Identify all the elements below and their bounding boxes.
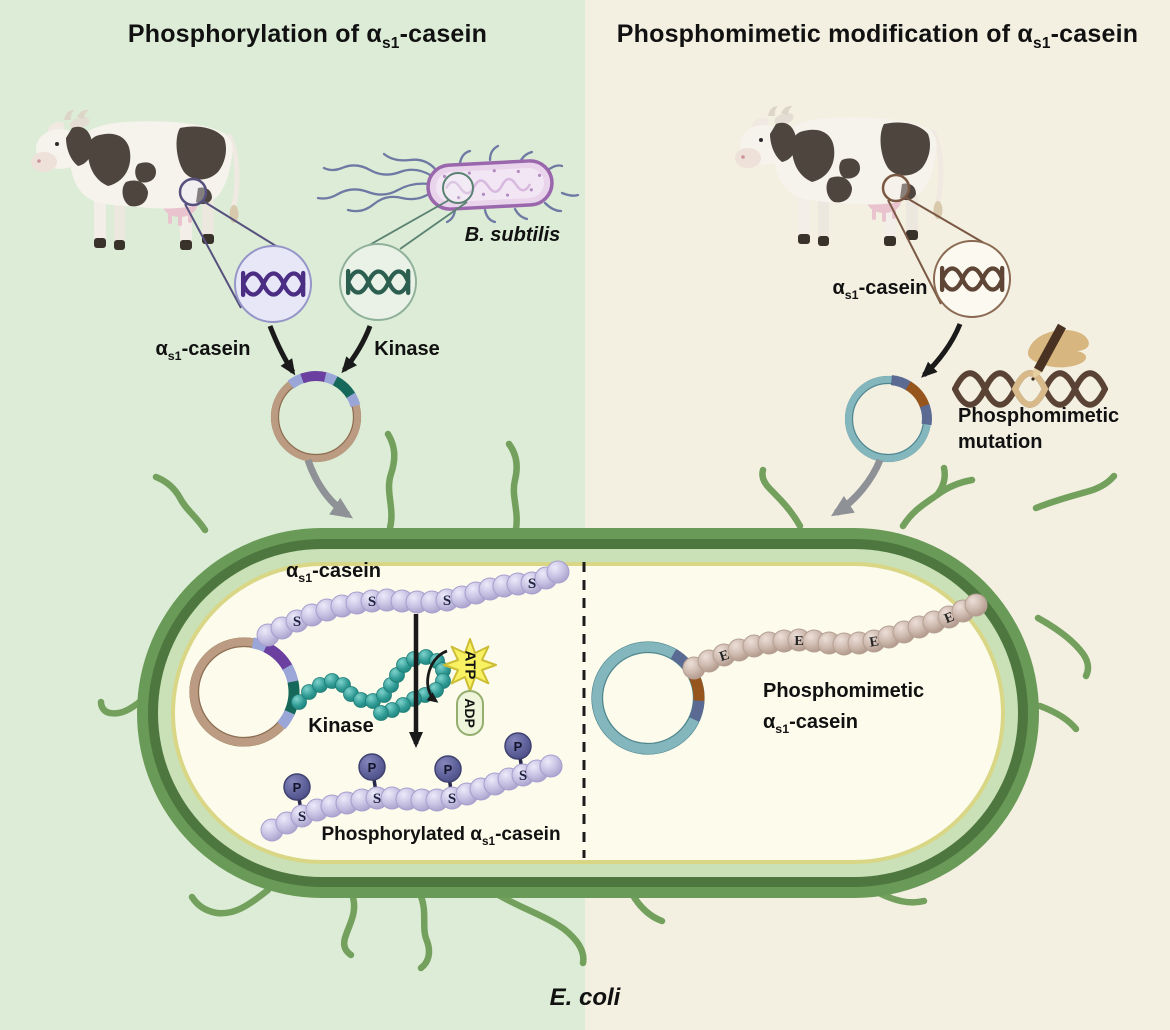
- plasmid-inner-left: [189, 637, 300, 747]
- svg-text:S: S: [448, 791, 456, 807]
- kinase-gene-label: Kinase: [374, 338, 440, 360]
- svg-text:P: P: [293, 780, 302, 795]
- bacterium-magnifier: [356, 172, 474, 253]
- svg-text:E: E: [718, 648, 732, 665]
- cow-left: [31, 110, 239, 250]
- phosphomimetic-casein-chain: [682, 593, 988, 680]
- casein-gene-arrow: [267, 325, 296, 376]
- phosphate-groups: [283, 732, 532, 801]
- svg-text:P: P: [368, 760, 377, 775]
- dna-circle-casein-right: [933, 240, 1011, 318]
- svg-text:S: S: [293, 614, 301, 630]
- svg-text:E: E: [868, 634, 880, 650]
- svg-text:S: S: [373, 791, 381, 807]
- cow-right: [735, 106, 943, 246]
- mutant-gene-arrow: [921, 323, 963, 378]
- svg-text:P: P: [444, 762, 453, 777]
- svg-text:S: S: [443, 593, 451, 609]
- ecoli-label: E. coli: [549, 984, 621, 1011]
- source-gene-label-right: αs1-casein: [832, 277, 928, 302]
- svg-text:S: S: [368, 594, 376, 610]
- phosphorylated-product-label: Phosphorylated αs1-casein: [321, 824, 561, 848]
- pencil-icon: [1031, 323, 1066, 381]
- ecoli-flagella: [97, 430, 1118, 972]
- casein-chain-unphosphorylated: [256, 560, 570, 647]
- bsubtilis-label: B. subtilis: [464, 224, 561, 246]
- svg-text:ADP: ADP: [462, 698, 478, 728]
- svg-text:S: S: [298, 809, 306, 825]
- svg-text:P: P: [514, 739, 523, 754]
- title-right: Phosphomimetic modification of αs1-casei…: [616, 20, 1139, 52]
- phosphorylated-casein-chain: P P P P S S S S: [260, 732, 563, 842]
- transform-arrow-left: [304, 458, 353, 519]
- transform-arrow-right: [830, 458, 884, 517]
- atp-to-adp-arrow: [426, 649, 448, 703]
- svg-text:S: S: [528, 576, 536, 592]
- cell-substrate-label: αs1-casein: [286, 560, 382, 585]
- serine-letters-top-chain: S S S S: [293, 576, 536, 630]
- atp-star: ATP: [443, 638, 497, 692]
- dna-circle-kinase: [339, 243, 417, 321]
- svg-text:ATP: ATP: [462, 651, 479, 680]
- dna-circle-casein-left: [234, 245, 312, 323]
- svg-text:S: S: [519, 768, 527, 784]
- phosphomimetic-mutation-graphic: [952, 323, 1108, 408]
- plasmid-right: [844, 375, 932, 463]
- adp-pill: ADP: [456, 690, 484, 736]
- cell-kinase-label: Kinase: [308, 715, 374, 737]
- source-gene-label-left: αs1-casein: [155, 338, 251, 363]
- kinase-gene-arrow: [341, 325, 373, 374]
- title-left: Phosphorylation of αs1-casein: [127, 20, 488, 52]
- svg-text:E: E: [794, 634, 803, 649]
- plasmid-left: [270, 371, 362, 463]
